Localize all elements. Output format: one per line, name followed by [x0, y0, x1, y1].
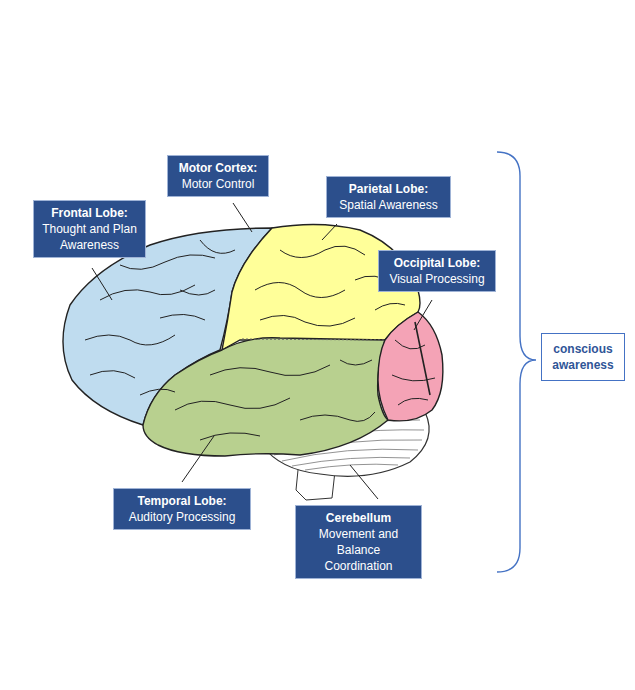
label-heading: Parietal Lobe: [333, 181, 444, 197]
label-heading: Temporal Lobe: [120, 493, 244, 509]
dotted-boundary [242, 339, 384, 340]
label-body: Thought and Plan Awareness [40, 221, 139, 253]
label-heading: Occipital Lobe: [385, 255, 489, 271]
bracket [497, 152, 536, 572]
temporal-lobe-shape [143, 338, 388, 456]
label-box: Occipital Lobe:Visual Processing [378, 250, 496, 292]
label-heading: Cerebellum [302, 510, 415, 526]
label-body: Motor Control [174, 176, 262, 192]
label-body: Auditory Processing [120, 509, 244, 525]
summary-box: conscious awareness [541, 333, 625, 381]
label-body: Movement and Balance Coordination [302, 526, 415, 574]
label-box: Motor Cortex:Motor Control [167, 155, 269, 197]
label-heading: Motor Cortex: [174, 160, 262, 176]
label-body: Spatial Awareness [333, 197, 444, 213]
occipital-lobe-shape [378, 312, 443, 421]
label-box: Parietal Lobe:Spatial Awareness [326, 176, 451, 218]
label-box: Frontal Lobe:Thought and Plan Awareness [33, 200, 146, 258]
label-body: Visual Processing [385, 271, 489, 287]
label-box: CerebellumMovement and Balance Coordinat… [295, 505, 422, 579]
label-box: Temporal Lobe:Auditory Processing [113, 488, 251, 530]
label-heading: Frontal Lobe: [40, 205, 139, 221]
label-heading: conscious awareness [548, 341, 618, 373]
